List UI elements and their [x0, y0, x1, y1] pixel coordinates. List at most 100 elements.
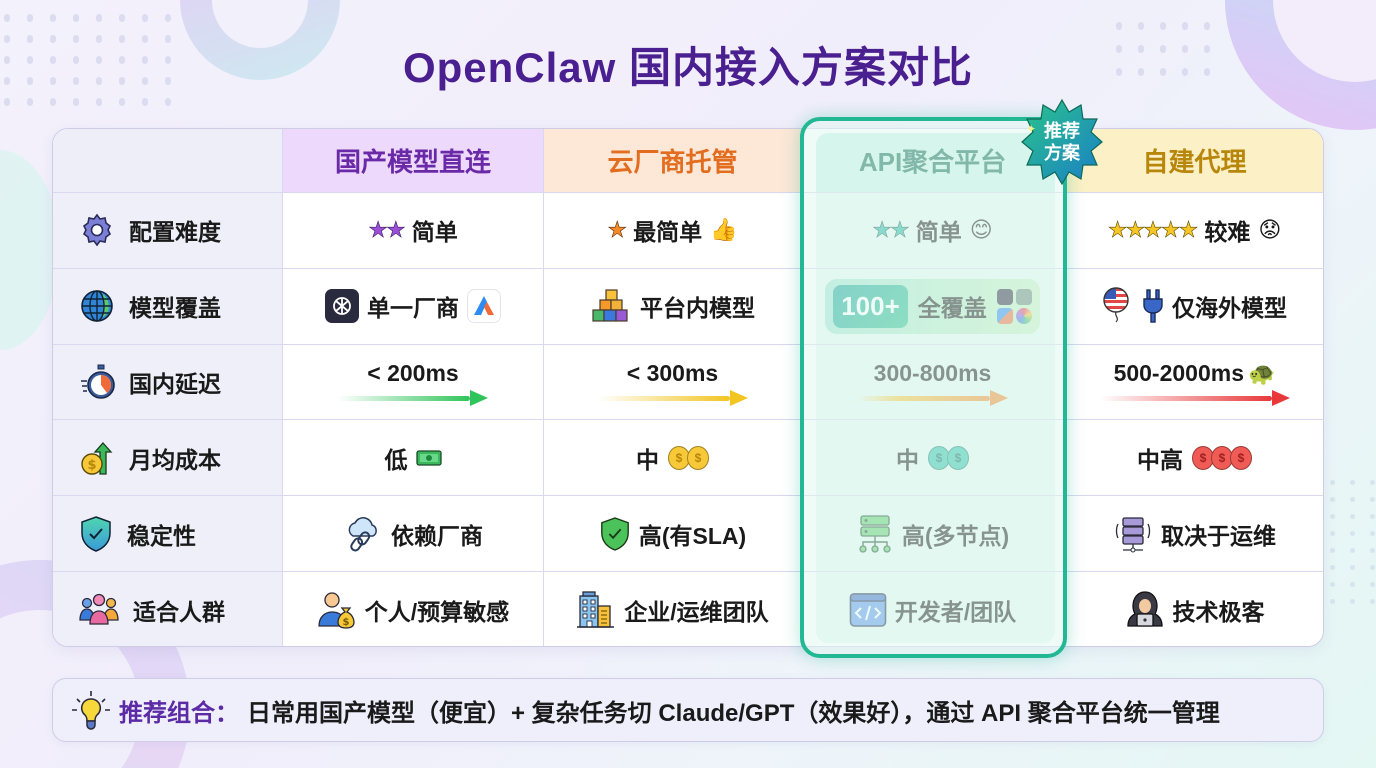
thumbs-up-icon: 👍: [710, 217, 738, 243]
cell-cost-aggregator: 中 $ $: [802, 420, 1064, 497]
cell-text: 高(多节点): [901, 522, 1010, 549]
people-icon: [79, 592, 119, 628]
plug-icon: [1142, 288, 1164, 324]
cell-stability-domestic: 依赖厂商: [283, 496, 544, 572]
office-building-icon: [576, 590, 616, 630]
cell-text: 企业/运维团队: [624, 598, 769, 625]
cell-users-cloud: 企业/运维团队: [544, 571, 802, 646]
cell-stability-cloud: 高(有SLA): [544, 496, 802, 572]
model-count-badge: 100+: [833, 284, 908, 328]
cell-text: 平台内模型: [640, 295, 755, 322]
arrow-right-icon: [1099, 390, 1290, 407]
cost-level: 中高: [1137, 446, 1183, 473]
cell-users-proxy: 技术极客: [1064, 572, 1323, 646]
badge-line2: 方案: [1044, 143, 1080, 163]
row-header-monthly-cost: $ 月均成本: [53, 420, 283, 497]
cell-coverage-proxy: 仅海外模型: [1064, 269, 1323, 345]
cell-coverage-cloud: 平台内模型: [544, 268, 802, 345]
coin-icon: $: [687, 445, 709, 470]
pinwheel-logo-icon: [1015, 307, 1032, 324]
latency-value: 300-800ms: [873, 360, 992, 387]
row-header-config-difficulty: 配置难度: [53, 193, 283, 269]
smile-icon: 😊: [969, 217, 993, 243]
cell-text: 技术极客: [1172, 598, 1265, 625]
turtle-icon: 🐢: [1248, 360, 1276, 386]
lightbulb-icon: [71, 690, 111, 730]
cell-latency-domestic: < 200ms: [283, 344, 544, 421]
svg-text:$: $: [342, 617, 349, 628]
server-icon: [1113, 514, 1153, 554]
arrow-right-icon: [597, 390, 748, 407]
cell-latency-proxy: 500-2000ms 🐢: [1064, 345, 1323, 421]
openai-logo-icon: [996, 288, 1013, 305]
cell-coverage-aggregator: 100+ 全覆盖: [802, 268, 1064, 345]
star-rating-icon: ★★: [368, 217, 406, 243]
latency-value: 500-2000ms: [1113, 360, 1245, 387]
cell-text: 单一厂商: [367, 295, 459, 322]
cell-stability-proxy: 取决于运维: [1064, 496, 1323, 572]
money-up-icon: $: [79, 439, 115, 477]
cell-text: 个人/预算敏感: [364, 598, 510, 625]
coverage-chip: 100+ 全覆盖: [825, 278, 1040, 334]
cell-latency-cloud: < 300ms: [544, 344, 802, 421]
column-header-domestic-direct: 国产模型直连: [283, 129, 544, 193]
row-header-model-coverage: 模型覆盖: [53, 268, 283, 345]
recommendation-label: 推荐组合：: [119, 699, 239, 727]
cell-text: 较难: [1204, 219, 1251, 246]
gear-icon: [79, 212, 115, 248]
us-flag-balloon-icon: [1102, 286, 1134, 326]
stopwatch-icon: [79, 363, 115, 401]
openai-logo-icon: [325, 289, 359, 324]
cell-config-proxy: ★★★★★ 较难 😟: [1064, 193, 1323, 269]
cell-latency-aggregator: 300-800ms: [802, 344, 1064, 421]
badge-line1: 推荐: [1044, 121, 1080, 141]
row-header-latency: 国内延迟: [53, 344, 283, 421]
cell-users-domestic: $ 个人/预算敏感: [283, 571, 544, 646]
star-rating-icon: ★★: [872, 217, 910, 243]
globe-icon: [79, 288, 115, 324]
server-network-icon: [856, 514, 894, 554]
coin-icon: $: [947, 445, 969, 470]
recommended-badge: ✦ 推荐 方案: [1020, 98, 1104, 186]
row-label: 月均成本: [129, 446, 221, 473]
arrow-right-icon: [857, 390, 1008, 407]
table-corner: [53, 129, 283, 193]
cell-cost-cloud: 中 $ $: [544, 420, 802, 497]
cell-config-cloud: ★ 最简单 👍: [544, 193, 802, 269]
shield-check-icon: [79, 515, 113, 553]
star-rating-icon: ★★★★★: [1107, 217, 1198, 243]
cell-text: 简单: [411, 219, 458, 246]
star-rating-icon: ★: [607, 217, 627, 243]
recommendation-banner: 推荐组合： 日常用国产模型（便宜）+ 复杂任务切 Claude/GPT（效果好）…: [52, 678, 1324, 742]
cell-text: 依赖厂商: [391, 522, 483, 549]
cell-text: 全覆盖: [917, 295, 987, 322]
row-header-target-users: 适合人群: [53, 571, 283, 646]
person-money-bag-icon: $: [317, 590, 357, 630]
cell-text: 仅海外模型: [1172, 295, 1287, 322]
row-label: 配置难度: [129, 219, 221, 246]
cost-level: 中: [896, 446, 919, 473]
worried-face-icon: 😟: [1258, 217, 1282, 243]
cell-stability-aggregator: 高(多节点): [802, 496, 1064, 572]
arrow-right-icon: [338, 390, 488, 407]
row-header-stability: 稳定性: [53, 496, 283, 572]
cell-text: 高(有SLA): [638, 522, 747, 549]
cell-text: 最简单: [633, 219, 703, 246]
model-logos-group: [996, 288, 1032, 324]
row-label: 国内延迟: [129, 370, 221, 397]
row-label: 稳定性: [127, 522, 196, 549]
cell-text: 取决于运维: [1161, 522, 1276, 549]
latency-value: < 300ms: [626, 360, 719, 387]
row-label: 适合人群: [133, 598, 225, 625]
row-label: 模型覆盖: [129, 295, 221, 322]
cost-level: 中: [636, 446, 659, 473]
cloud-link-icon: [343, 514, 383, 554]
openai-logo-icon: [1015, 288, 1032, 305]
recommendation-text: 日常用国产模型（便宜）+ 复杂任务切 Claude/GPT（效果好），通过 AP…: [247, 699, 1220, 727]
code-window-icon: [849, 592, 887, 628]
cell-config-aggregator: ★★ 简单 😊: [802, 193, 1064, 269]
sparkle-icon: ✦: [1026, 122, 1037, 136]
background-blob: [0, 150, 60, 350]
hacker-laptop-icon: [1125, 590, 1165, 630]
cell-text: 开发者/团队: [894, 598, 1017, 625]
